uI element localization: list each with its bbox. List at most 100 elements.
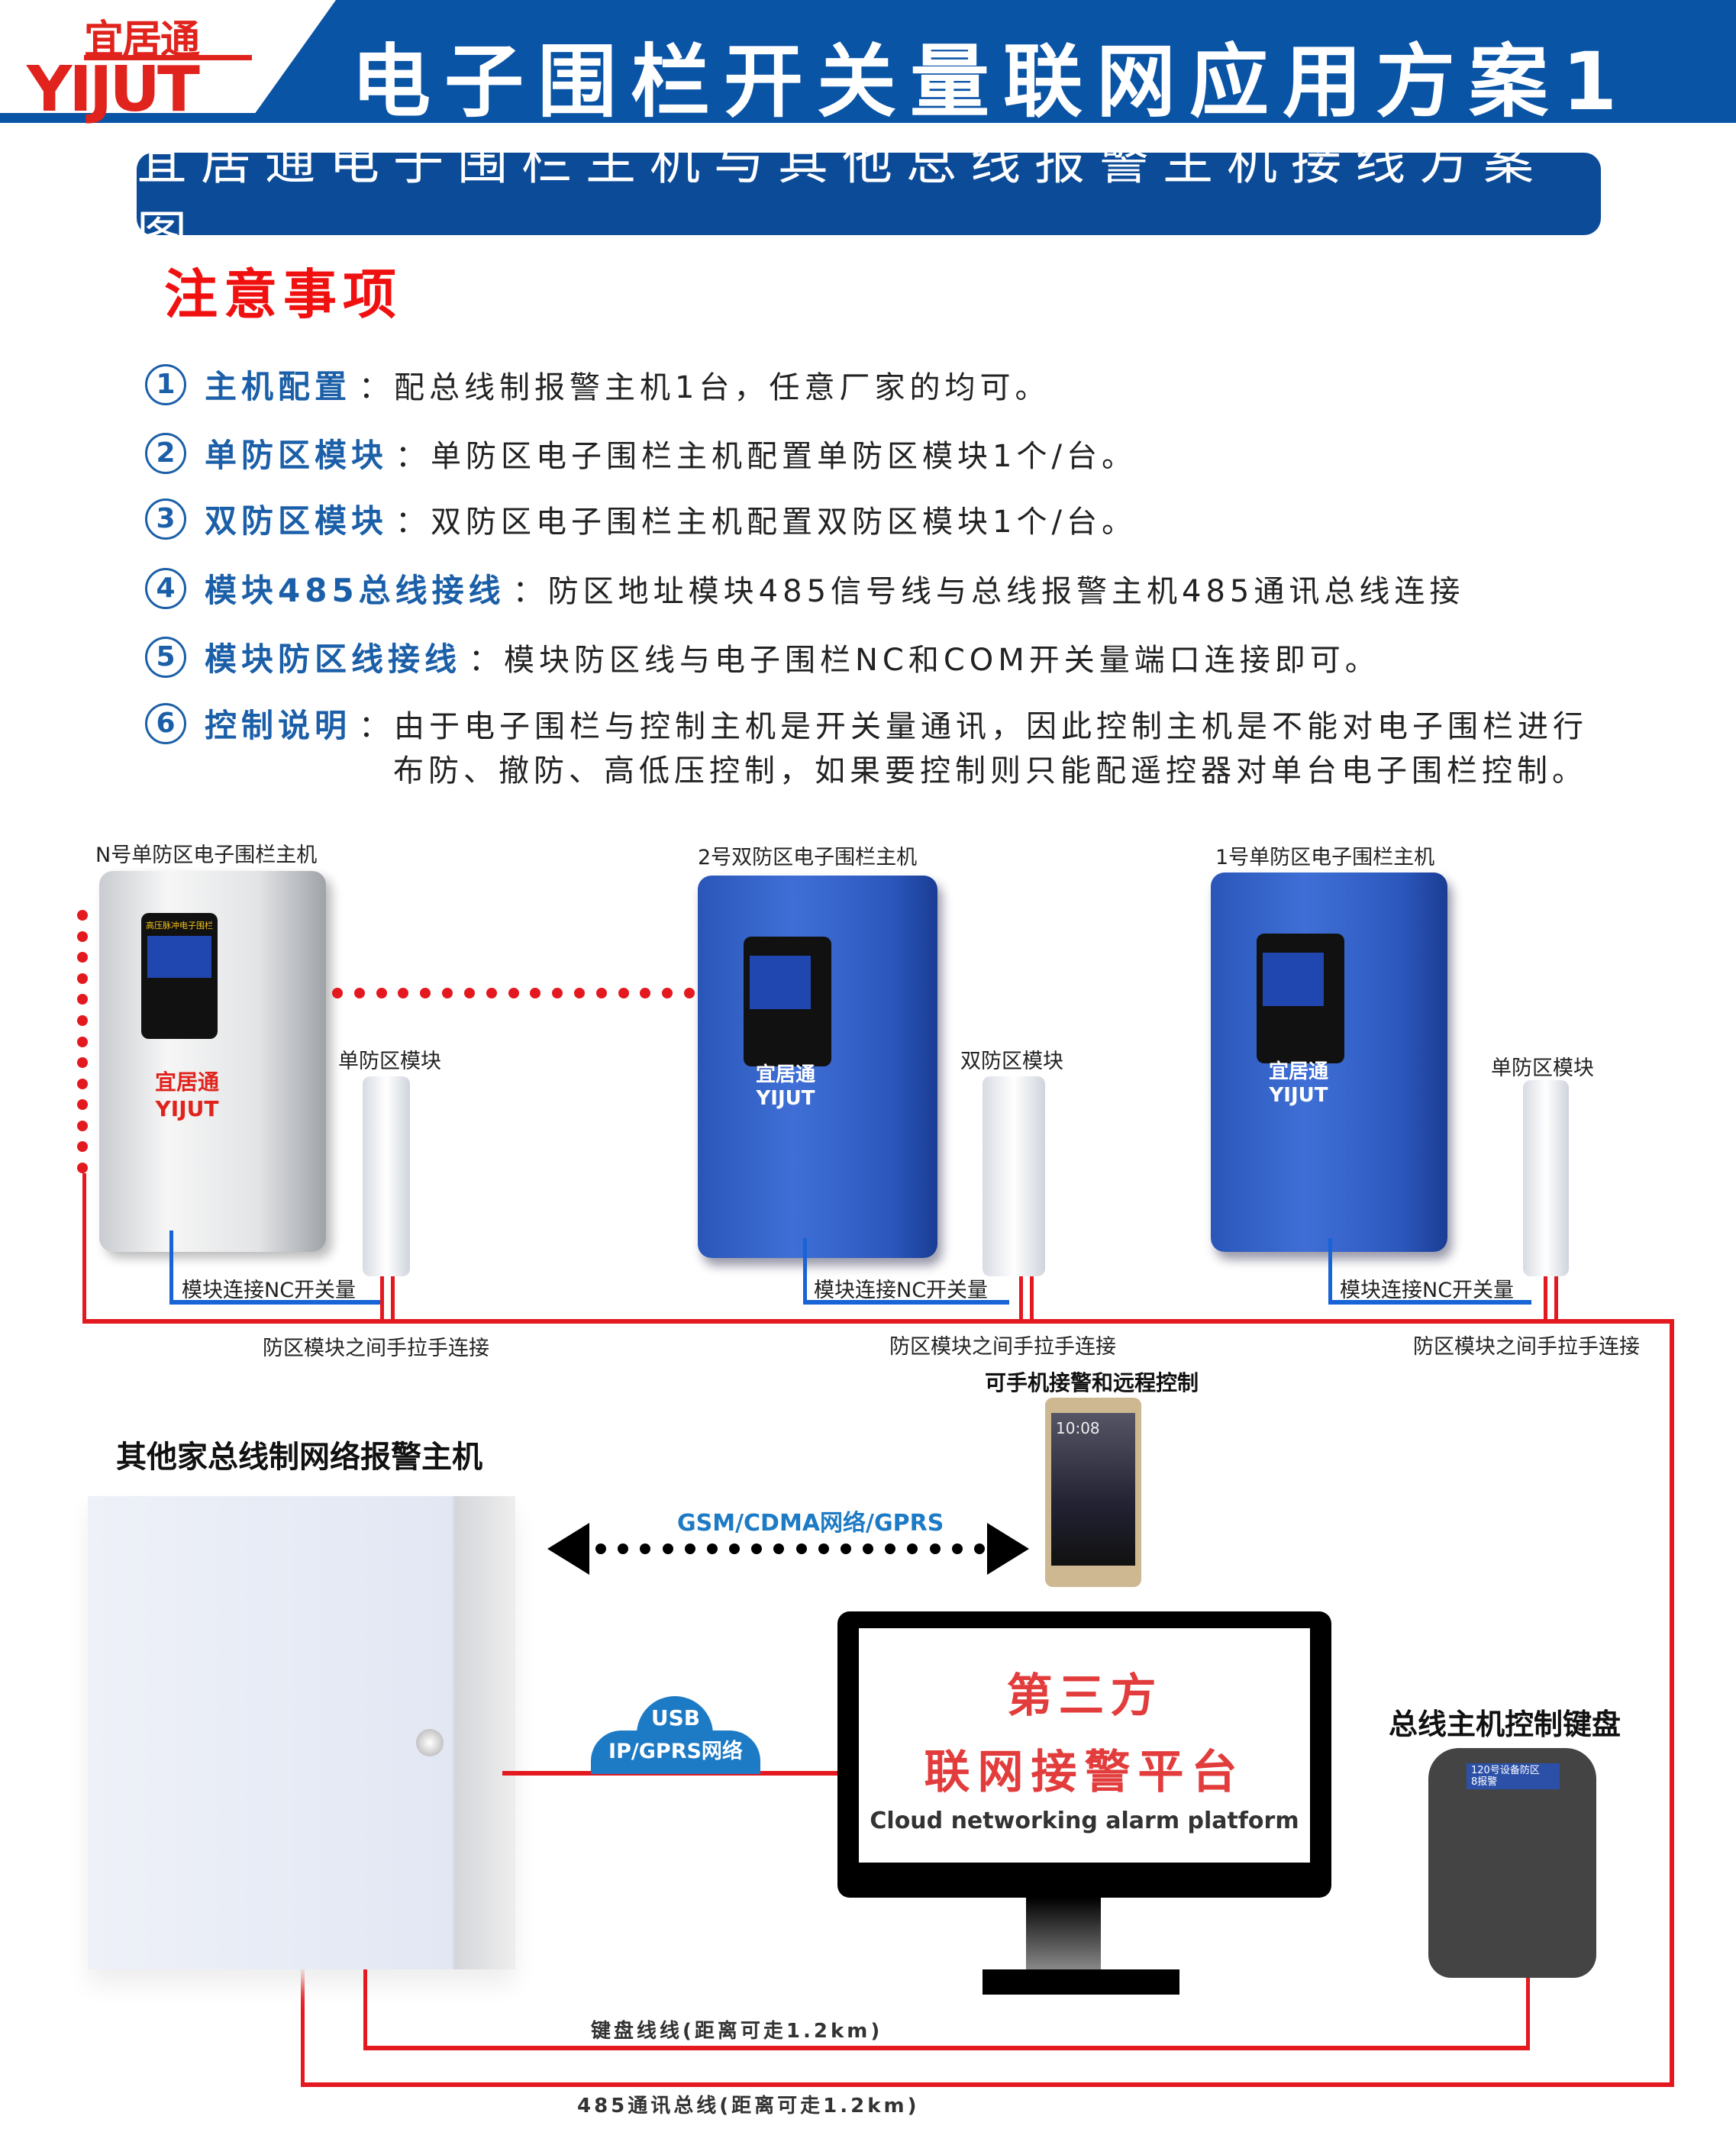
keypad-label: 总线主机控制键盘 xyxy=(1389,1708,1621,1741)
subtitle-banner: 宜居通电子围栏主机与其他总线报警主机接线方案图 xyxy=(137,132,1601,264)
dot xyxy=(420,988,431,998)
cloud-text: USB xyxy=(650,1705,701,1731)
logo-divider xyxy=(84,55,252,60)
host-screen: 高压脉冲电子围栏 xyxy=(141,913,218,1039)
platform-subtitle: 联网接警平台 xyxy=(924,1746,1245,1799)
chain-label: 防区模块之间手拉手连接 xyxy=(263,1337,489,1360)
notice-title: 注意事项 xyxy=(164,263,402,326)
alarm-host-label: 其他家总线制网络报警主机 xyxy=(116,1440,482,1475)
nc-label: 模块连接NC开关量 xyxy=(182,1279,357,1302)
lock-icon xyxy=(416,1729,444,1756)
dot xyxy=(77,1099,88,1111)
keyboard-line-label: 键盘线线(距离可走1.2km) xyxy=(591,2020,883,2043)
dotted-link-horizontal xyxy=(332,988,695,998)
host-label: N号单防区电子围栏主机 xyxy=(95,843,318,867)
control-keypad: 120号设备防区 8报警 xyxy=(1428,1748,1596,1978)
page-title: 电子围栏开关量联网应用方案1 xyxy=(351,35,1631,128)
fence-host-n: 高压脉冲电子围栏 宜居通 YIJUT xyxy=(99,871,326,1252)
host-label: 2号双防区电子围栏主机 xyxy=(698,846,918,869)
keypad-screen-text: 8报警 xyxy=(1471,1776,1498,1788)
dot xyxy=(618,1543,629,1554)
dot xyxy=(398,988,409,998)
note-label: 单防区模块 xyxy=(205,437,389,474)
keyboard-wire xyxy=(363,2046,1530,2050)
note-item: 3 双防区模块：双防区电子围栏主机配置双防区模块1个/台。 xyxy=(145,495,1137,542)
note-text: ：防区地址模块485信号线与总线报警主机485通讯总线连接 xyxy=(512,573,1465,609)
dot xyxy=(77,1078,88,1089)
dot xyxy=(77,994,88,1005)
bus-wire xyxy=(301,2082,1674,2087)
phone-screen: 10:08 xyxy=(1051,1413,1135,1566)
dot xyxy=(77,952,88,963)
nc-wire xyxy=(1328,1238,1332,1304)
dot xyxy=(773,1543,785,1554)
bus-wire xyxy=(1544,1276,1547,1322)
note-text: ：模块防区线与电子围栏NC和COM开关量端口连接即可。 xyxy=(469,642,1380,678)
note-text-continued: 布防、撤防、高低压控制，如果要控制则只能配遥控器对单台电子围栏控制。 xyxy=(393,753,1587,789)
lcd xyxy=(147,936,211,978)
bus-wire xyxy=(1030,1276,1034,1322)
zone-module xyxy=(1523,1080,1569,1276)
note-label: 主机配置 xyxy=(205,368,352,405)
keyboard-wire xyxy=(1526,1978,1530,2050)
dot xyxy=(77,1163,88,1173)
bus-wire xyxy=(82,1319,1674,1324)
dot xyxy=(795,1543,807,1554)
note-text: ：由于电子围栏与控制主机是开关量通讯，因此控制主机是不能对电子围栏进行 xyxy=(359,708,1589,744)
dot xyxy=(684,988,695,998)
dot xyxy=(77,1120,88,1131)
monitor-stand xyxy=(1026,1898,1101,1969)
dot xyxy=(951,1543,963,1554)
nc-label: 模块连接NC开关量 xyxy=(814,1279,989,1302)
dot xyxy=(818,1543,829,1554)
note-label: 模块485总线接线 xyxy=(205,572,505,609)
module-label: 双防区模块 xyxy=(960,1050,1063,1073)
note-number: 2 xyxy=(145,432,186,474)
dot xyxy=(77,1036,88,1047)
dot xyxy=(77,1057,88,1069)
host-label: 1号单防区电子围栏主机 xyxy=(1215,846,1435,869)
host-brand-logo: 宜居通 YIJUT xyxy=(1268,1060,1328,1107)
bus-wire xyxy=(1670,1319,1674,2086)
bus-wire xyxy=(82,1173,86,1324)
zone-module xyxy=(983,1076,1045,1276)
dot xyxy=(77,910,88,921)
keypad-screen-text: 120号设备防区 xyxy=(1471,1765,1540,1776)
dot xyxy=(77,1014,88,1026)
dot xyxy=(729,1543,741,1554)
keypad-screen: 120号设备防区 8报警 xyxy=(1467,1763,1560,1789)
bus-line-label: 485通讯总线(距离可走1.2km) xyxy=(577,2095,920,2118)
cloud-icon: USB IP/GPRS网络 xyxy=(591,1696,760,1774)
phone-label: 可手机接警和远程控制 xyxy=(985,1370,1199,1395)
keyboard-wire xyxy=(363,1969,367,2050)
dot xyxy=(595,1543,606,1554)
dot xyxy=(77,973,88,984)
platform-monitor: 第三方 联网接警平台 Cloud networking alarm platfo… xyxy=(837,1611,1331,1898)
note-label: 控制说明 xyxy=(205,707,352,744)
note-number: 3 xyxy=(145,498,186,540)
note-label: 双防区模块 xyxy=(205,502,389,540)
dot xyxy=(640,1543,651,1554)
arrow-left-icon xyxy=(547,1523,589,1575)
dot xyxy=(463,988,475,998)
nc-wire xyxy=(169,1231,173,1304)
bus-wire xyxy=(380,1276,384,1322)
wireless-link-dots xyxy=(595,1543,985,1554)
chain-label: 防区模块之间手拉手连接 xyxy=(1413,1335,1640,1359)
smartphone: 10:08 xyxy=(1045,1398,1141,1587)
bus-wire xyxy=(391,1276,395,1322)
note-text: ：双防区电子围栏主机配置双防区模块1个/台。 xyxy=(395,504,1137,540)
dot xyxy=(840,1543,851,1554)
host-brand-logo: 宜居通 YIJUT xyxy=(154,1069,219,1121)
nc-label: 模块连接NC开关量 xyxy=(1340,1279,1515,1302)
chain-label: 防区模块之间手拉手连接 xyxy=(889,1335,1116,1359)
fence-host-2: 宜居通 YIJUT xyxy=(698,876,937,1258)
dot xyxy=(77,1141,88,1153)
fence-host-1: 宜居通 YIJUT xyxy=(1211,873,1447,1252)
dot xyxy=(552,988,563,998)
platform-english: Cloud networking alarm platform xyxy=(870,1808,1299,1834)
phone-time: 10:08 xyxy=(1056,1419,1100,1437)
module-label: 单防区模块 xyxy=(1491,1056,1594,1080)
